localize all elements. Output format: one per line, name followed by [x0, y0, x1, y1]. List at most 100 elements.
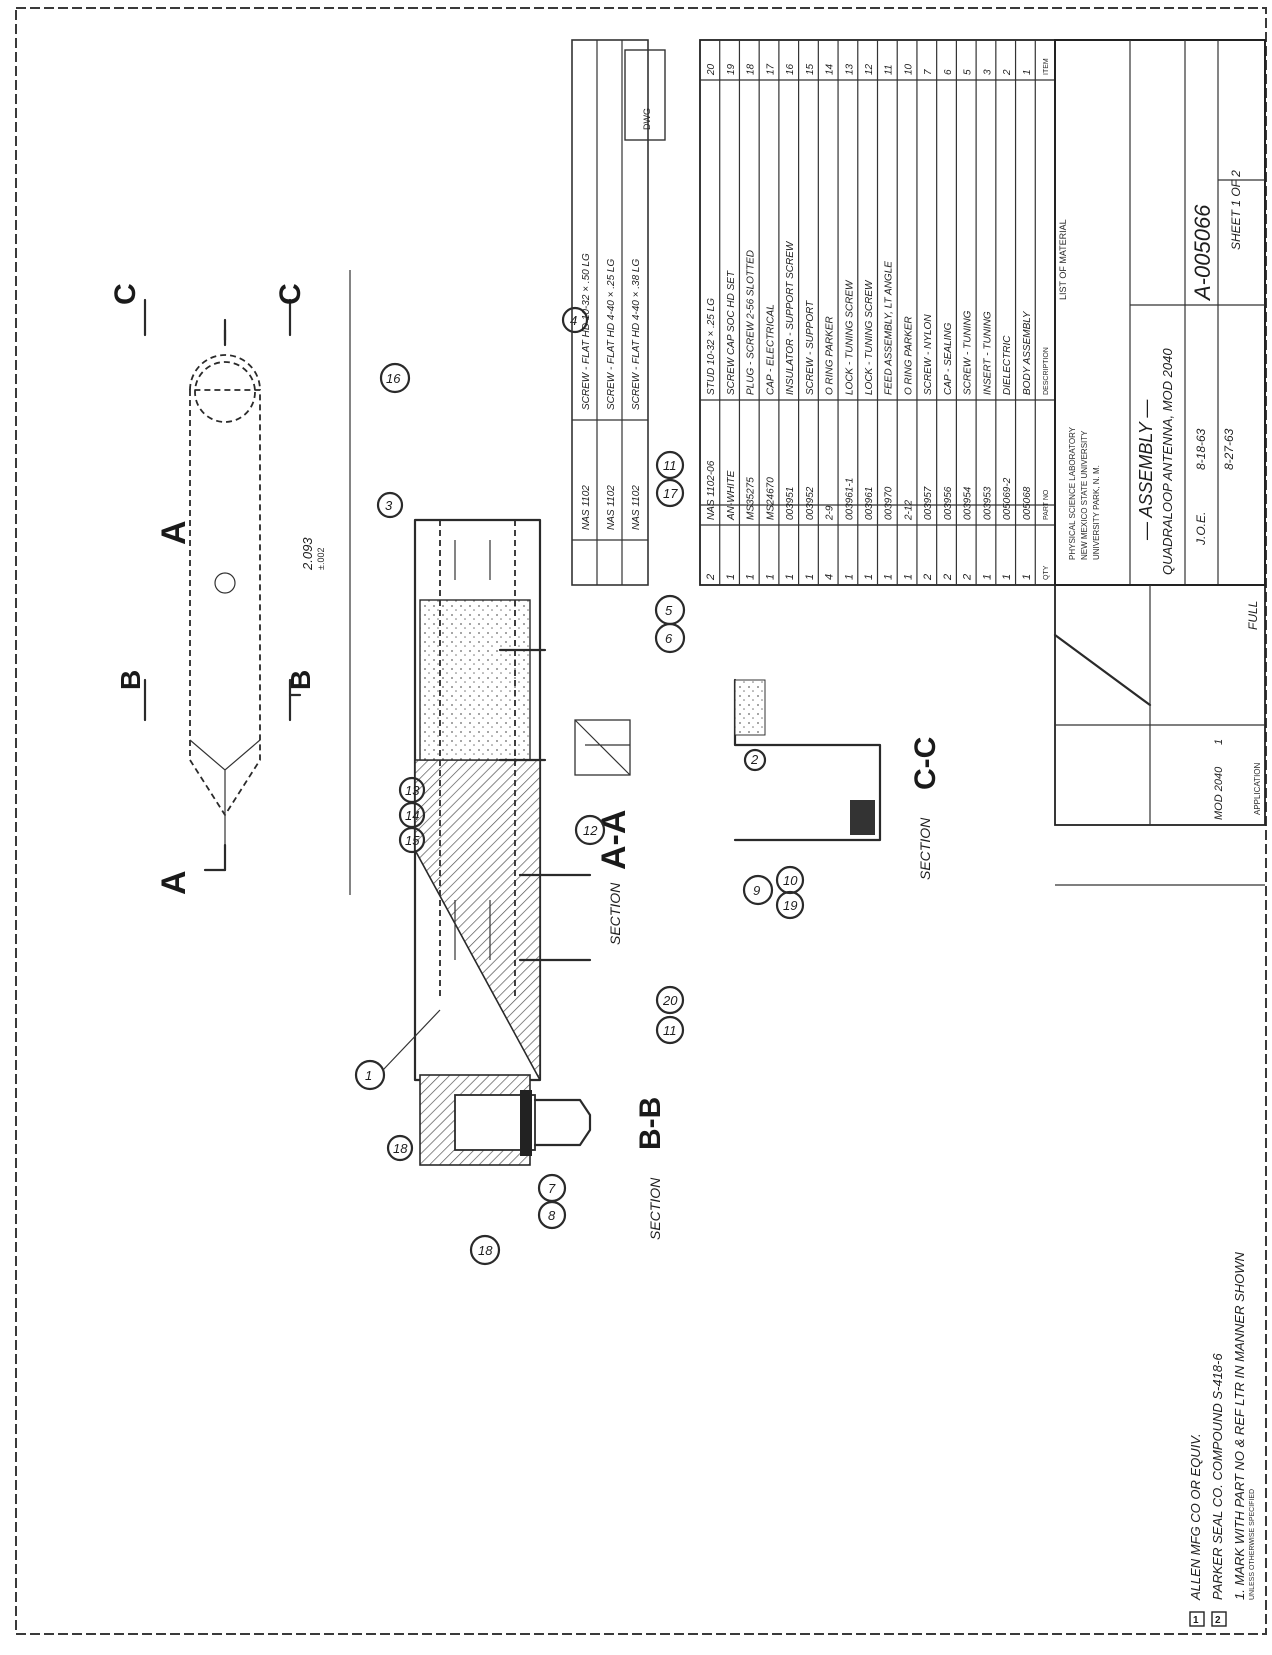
- bom-item-no: 12: [864, 63, 875, 75]
- svg-text:2: 2: [1215, 1615, 1221, 1626]
- application-label: APPLICATION: [1253, 762, 1262, 815]
- bom-description: INSERT - TUNING: [982, 311, 993, 395]
- bom-part-no: 005069-2: [1002, 477, 1013, 520]
- svg-text:18: 18: [393, 1141, 408, 1156]
- balloon-1: 1: [354, 1009, 441, 1091]
- bom-qty: 1: [981, 574, 993, 580]
- used-on-count: 1: [1213, 739, 1225, 745]
- lab-name-3: UNIVERSITY PARK, N. M.: [1092, 465, 1101, 560]
- svg-text:DWG: DWG: [642, 108, 652, 130]
- section-aa-word: SECTION: [607, 882, 623, 945]
- bom-description: SCREW - TUNING: [963, 310, 974, 395]
- bom-item-no: 14: [825, 63, 836, 75]
- dimension-tolerance: ±.002: [316, 548, 326, 570]
- svg-text:13: 13: [405, 783, 420, 798]
- balloon-19: 19: [775, 890, 805, 920]
- svg-text:19: 19: [783, 898, 797, 913]
- svg-text:12: 12: [583, 823, 598, 838]
- sheet-number: SHEET 1 OF 2: [1229, 170, 1243, 250]
- bom-description: LOCK - TUNING SCREW: [864, 279, 875, 395]
- balloon-12: 12: [574, 814, 606, 846]
- bom-description: BODY ASSEMBLY: [1022, 310, 1033, 395]
- bom-description: INSULATOR - SUPPORT SCREW: [785, 240, 796, 395]
- balloon-18a: 18: [386, 1134, 414, 1162]
- bom-qty: 1: [784, 574, 796, 580]
- balloon-7: 7: [537, 1173, 567, 1203]
- bom-part-no: 003953: [982, 486, 993, 520]
- svg-text:SCREW - FLAT HD 4-40 × .25 LG: SCREW - FLAT HD 4-40 × .25 LG: [606, 259, 617, 410]
- bom-item-no: 5: [963, 69, 974, 75]
- section-bb-label: B-B: [634, 1097, 667, 1150]
- notes-block: 1 2 ALLEN MFG CO OR EQUIV. PARKER SEAL C…: [1188, 1251, 1256, 1627]
- bom-part-no: MS24670: [765, 477, 776, 520]
- svg-text:14: 14: [405, 808, 419, 823]
- bom-qty: 4: [824, 574, 836, 580]
- balloon-8: 8: [537, 1200, 567, 1230]
- label-a-right: A: [155, 520, 193, 545]
- cutting-plane-lines: [143, 298, 302, 872]
- svg-text:8: 8: [548, 1208, 556, 1223]
- balloon-6: 6: [654, 622, 686, 654]
- revision-block: FULL MOD 2040 1 APPLICATION: [1053, 584, 1266, 886]
- svg-text:18: 18: [478, 1243, 493, 1258]
- drawing-title-1: — ASSEMBLY —: [1136, 399, 1156, 541]
- balloon-9: 9: [742, 874, 774, 906]
- svg-text:6: 6: [665, 631, 673, 646]
- note-2: PARKER SEAL CO. COMPOUND S-418-6: [1210, 1353, 1225, 1600]
- bom-description: LOCK - TUNING SCREW: [844, 279, 855, 395]
- label-a-left: A: [155, 870, 193, 895]
- bom-description: O RING PARKER: [903, 316, 914, 395]
- bom-qty: 1: [843, 574, 855, 580]
- balloon-2: 2: [743, 748, 767, 772]
- drawn-by: J.O.E.: [1194, 512, 1208, 546]
- balloon-17: 17: [655, 478, 685, 508]
- bom-part-no: 005068: [1022, 486, 1033, 520]
- label-b-bottom: B: [285, 670, 316, 690]
- bom-part-no: 003970: [884, 486, 895, 520]
- bom-part-no: 2-9: [825, 505, 836, 521]
- svg-text:2: 2: [750, 752, 759, 767]
- bom-part-no: 003951: [785, 487, 796, 520]
- svg-text:20: 20: [662, 993, 678, 1008]
- bom-qty: 1: [725, 574, 737, 580]
- bom-column-header: ITEM: [1043, 58, 1050, 75]
- bom-description: CAP - ELECTRICAL: [765, 304, 776, 395]
- balloon-3: 3: [376, 491, 404, 519]
- bom-item-no: 17: [765, 63, 776, 75]
- svg-text:3: 3: [385, 498, 393, 513]
- bom-description: DIELECTRIC: [1002, 335, 1013, 395]
- bom-qty: 1: [883, 574, 895, 580]
- svg-text:10: 10: [783, 873, 798, 888]
- section-cc-word: SECTION: [917, 817, 933, 880]
- bom-part-no: 003956: [943, 486, 954, 520]
- note-4: UNLESS OTHERWISE SPECIFIED: [1249, 1489, 1256, 1600]
- bom-item-no: 20: [706, 63, 717, 76]
- balloon-10: 10: [775, 865, 805, 895]
- bom-item-no: 1: [1022, 69, 1033, 75]
- bom-item-no: 2: [1002, 69, 1013, 76]
- bom-qty: 2: [962, 574, 974, 581]
- bom-column-header: DESCRIPTION: [1043, 347, 1050, 395]
- bom-qty: 1: [764, 574, 776, 580]
- bom-qty: 1: [902, 574, 914, 580]
- bom-item-no: 7: [923, 69, 934, 75]
- bom-description: STUD 10-32 × .25 LG: [706, 298, 717, 395]
- svg-text:SCREW - FLAT HD 4-40 × .38 LG: SCREW - FLAT HD 4-40 × .38 LG: [631, 259, 642, 410]
- balloon-16: 16: [379, 362, 411, 394]
- svg-text:11: 11: [663, 1023, 677, 1038]
- bom-description: PLUG - SCREW 2-56 SLOTTED: [746, 250, 757, 395]
- section-b-b-drawing: [419, 1074, 592, 1166]
- balloon-18b: 18: [469, 1234, 501, 1266]
- bom-qty: 1: [1001, 574, 1013, 580]
- bom-part-no: 003961: [864, 487, 875, 520]
- bom-description: CAP - SEALING: [943, 322, 954, 395]
- note-3: 1. MARK WITH PART NO & REF LTR IN MANNER…: [1232, 1251, 1247, 1600]
- bom-item-no: 18: [746, 63, 757, 75]
- bom-description: SCREW - NYLON: [923, 314, 934, 395]
- bom-part-no: MS35275: [746, 477, 757, 520]
- balloon-4: 4: [561, 306, 589, 334]
- bom-item-no: 6: [943, 69, 954, 75]
- bom-item-no: 11: [884, 65, 895, 75]
- label-b-top: B: [115, 670, 146, 690]
- bom-part-no: 003954: [963, 486, 974, 520]
